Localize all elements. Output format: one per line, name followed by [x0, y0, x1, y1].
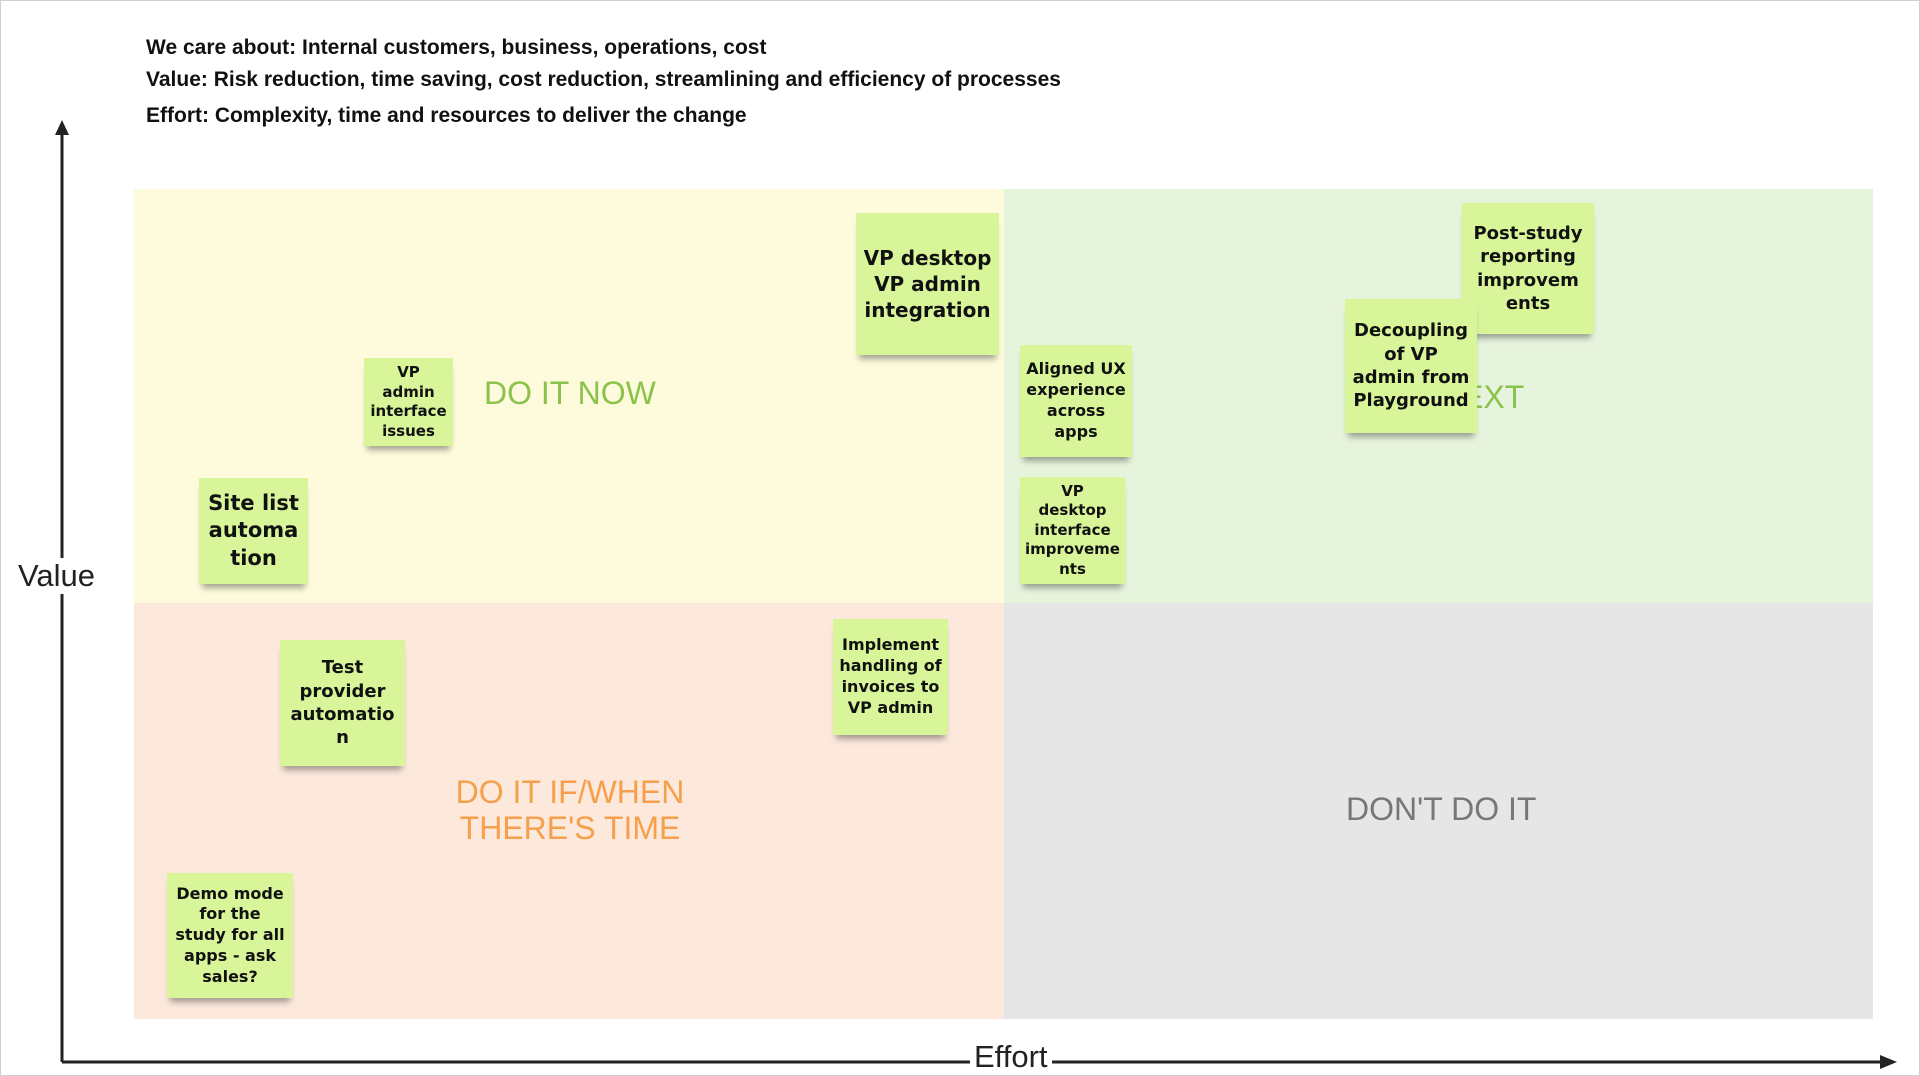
quadrant-label-dont-do-it: DON'T DO IT — [1346, 791, 1537, 827]
sticky-note[interactable]: Demo mode for the study for all apps - a… — [167, 873, 293, 998]
x-axis-arrowhead — [1880, 1055, 1897, 1069]
sticky-note-text: Site list automa tion — [208, 491, 299, 570]
sticky-note[interactable]: VP desktop interface improveme nts — [1020, 477, 1125, 584]
sticky-note-text: VP desktop interface improveme nts — [1025, 481, 1120, 578]
sticky-note-text: VP desktop VP admin integration — [863, 246, 992, 322]
sticky-note[interactable]: Decoupling of VP admin from Playground — [1345, 299, 1477, 433]
quadrant-dont-do-it — [1004, 603, 1873, 1019]
effort-definition-line: Effort: Complexity, time and resources t… — [146, 104, 747, 127]
sticky-note-text: Decoupling of VP admin from Playground — [1352, 320, 1470, 412]
sticky-note[interactable]: Aligned UX experience across apps — [1020, 345, 1132, 457]
x-axis-label: Effort — [970, 1039, 1052, 1075]
sticky-note[interactable]: VP admin interface issues — [364, 358, 453, 446]
sticky-note-text: Demo mode for the study for all apps - a… — [175, 883, 285, 986]
sticky-note-text: Aligned UX experience across apps — [1026, 359, 1126, 441]
sticky-note-text: Post-study reporting improvem ents — [1473, 222, 1583, 314]
sticky-note-text: Implement handling of invoices to VP adm… — [839, 635, 942, 717]
sticky-note[interactable]: Post-study reporting improvem ents — [1462, 203, 1594, 334]
care-about-line: We care about: Internal customers, busin… — [146, 36, 767, 59]
y-axis-label: Value — [14, 558, 99, 594]
sticky-note[interactable]: Test provider automatio n — [280, 640, 405, 766]
sticky-note[interactable]: VP desktop VP admin integration — [856, 213, 999, 355]
sticky-note-text: VP admin interface issues — [370, 363, 447, 440]
value-definition-line: Value: Risk reduction, time saving, cost… — [146, 68, 1061, 91]
sticky-note-text: Test provider automatio n — [290, 657, 395, 749]
quadrant-label-if-time-line1: DO IT IF/WHEN — [455, 774, 685, 810]
quadrant-label-do-it-now: DO IT NOW — [484, 375, 656, 411]
y-axis-arrowhead — [55, 120, 69, 135]
sticky-note[interactable]: Implement handling of invoices to VP adm… — [833, 619, 948, 735]
quadrant-label-if-time: DO IT IF/WHEN THERE'S TIME — [420, 774, 720, 846]
sticky-note[interactable]: Site list automa tion — [199, 478, 308, 584]
quadrant-label-if-time-line2: THERE'S TIME — [459, 810, 681, 846]
